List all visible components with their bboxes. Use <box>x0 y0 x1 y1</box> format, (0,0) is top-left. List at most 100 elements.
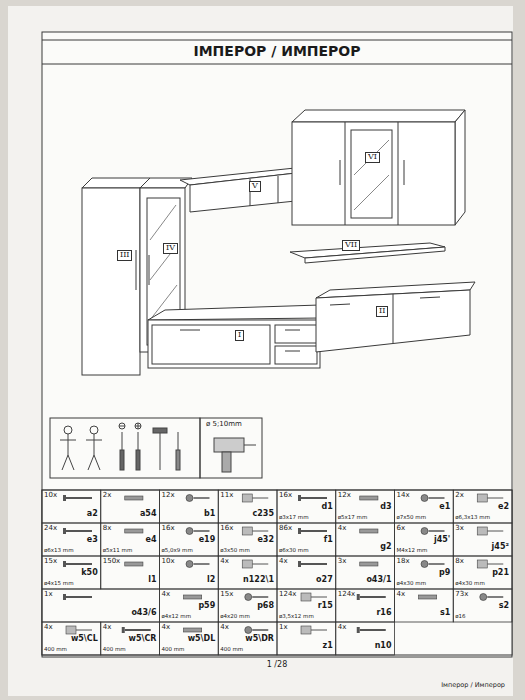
screw-head <box>63 561 66 567</box>
quantity: 6x <box>397 525 406 533</box>
table-cell <box>101 556 160 589</box>
bolt-icon <box>429 530 445 532</box>
quantity: 10x <box>162 558 175 566</box>
table-cell <box>277 490 336 523</box>
dimension: 400 mm <box>162 646 185 652</box>
drill-size: ø 5;10mm <box>206 421 242 429</box>
dimension: ø5,0x9 mm <box>162 547 193 553</box>
dimension: ø4x30 mm <box>455 580 485 586</box>
quantity: 73x <box>455 591 468 599</box>
quantity: 3x <box>338 558 347 566</box>
dowel-icon <box>125 496 143 500</box>
screw-icon <box>301 530 327 532</box>
table-cell <box>277 556 336 589</box>
cam-icon <box>186 528 193 535</box>
callout-number: III <box>117 250 132 261</box>
dimension: ø6,3x13 mm <box>455 514 490 520</box>
dimension: 400 mm <box>220 646 243 652</box>
cam-icon <box>421 561 428 568</box>
fitting-icon <box>76 630 92 631</box>
quantity: 11x <box>220 492 233 500</box>
fitting-icon <box>477 494 487 502</box>
part-code: f1 <box>324 536 333 545</box>
screw-head <box>357 627 360 633</box>
fitting-icon <box>242 527 252 535</box>
part-code: a2 <box>87 510 98 519</box>
bolt-icon <box>429 563 445 565</box>
part-code: p68 <box>257 602 274 611</box>
fitting-icon <box>487 498 503 499</box>
dowel-icon <box>360 529 378 533</box>
page-number: 1 /28 <box>267 661 288 670</box>
table-cell <box>101 622 160 655</box>
fitting-icon <box>301 626 311 634</box>
fitting-icon <box>66 626 76 634</box>
quantity: 2x <box>103 492 112 500</box>
part-code: j45' <box>434 536 450 545</box>
bolt-icon <box>194 530 210 532</box>
cam-icon <box>245 594 252 601</box>
screw-head <box>63 594 66 600</box>
quantity: 1x <box>44 591 53 599</box>
table-cell <box>453 490 512 523</box>
quantity: 4x <box>44 624 53 632</box>
footer-title: Імперор / Имперор <box>441 682 505 689</box>
quantity: 1x <box>279 624 288 632</box>
bolt-icon <box>429 497 445 499</box>
screw-head <box>298 495 301 501</box>
bolt-icon <box>487 596 503 598</box>
part-code: p21 <box>492 569 509 578</box>
table-cell <box>453 523 512 556</box>
screw-icon <box>125 629 151 631</box>
part-code: e32 <box>257 536 274 545</box>
dimension: ø7x50 mm <box>397 514 427 520</box>
part-code: n10 <box>375 642 392 651</box>
table-cell <box>395 523 454 556</box>
fitting-icon <box>252 498 268 499</box>
dimension: 400 mm <box>103 646 126 652</box>
dimension: 400 mm <box>44 646 67 652</box>
quantity: 15x <box>220 591 233 599</box>
screw-head <box>298 561 301 567</box>
table-cell <box>336 556 395 589</box>
part-code: o27 <box>316 576 333 585</box>
fitting-icon <box>487 564 503 565</box>
quantity: 16x <box>220 525 233 533</box>
quantity: 8x <box>103 525 112 533</box>
fitting-icon <box>301 593 311 601</box>
quantity: 24x <box>44 525 57 533</box>
quantity: 4x <box>397 591 406 599</box>
callout-number: IV <box>163 243 178 254</box>
table-cell <box>395 589 454 622</box>
table-cell <box>277 589 336 622</box>
dimension: ø6x13 mm <box>44 547 74 553</box>
bolt-icon <box>252 596 268 598</box>
table-cell <box>336 622 395 655</box>
quantity: 4x <box>103 624 112 632</box>
part-code: k50 <box>81 569 97 578</box>
part-code: l2 <box>207 576 215 585</box>
quantity: 18x <box>397 558 410 566</box>
screw-head <box>298 528 301 534</box>
table-cell <box>395 490 454 523</box>
fitting-icon <box>252 531 268 532</box>
quantity: 14x <box>397 492 410 500</box>
dowel-icon <box>125 529 143 533</box>
dimension: ø4x15 mm <box>44 580 74 586</box>
screw-icon <box>66 563 92 565</box>
table-cell <box>218 589 277 622</box>
part-code: r16 <box>376 609 391 618</box>
screw-head <box>63 528 66 534</box>
page-title: ІМПЕРОР / ИМПЕРОР <box>193 44 360 59</box>
part-code: n122\1 <box>243 576 274 585</box>
quantity: 4x <box>162 624 171 632</box>
part-code: p59 <box>198 602 215 611</box>
fitting-icon <box>487 531 503 532</box>
quantity: 12x <box>162 492 175 500</box>
screw-head <box>122 627 125 633</box>
bolt-icon <box>194 497 210 499</box>
quantity: 4x <box>162 591 171 599</box>
cam-icon <box>421 495 428 502</box>
table-cell <box>218 556 277 589</box>
